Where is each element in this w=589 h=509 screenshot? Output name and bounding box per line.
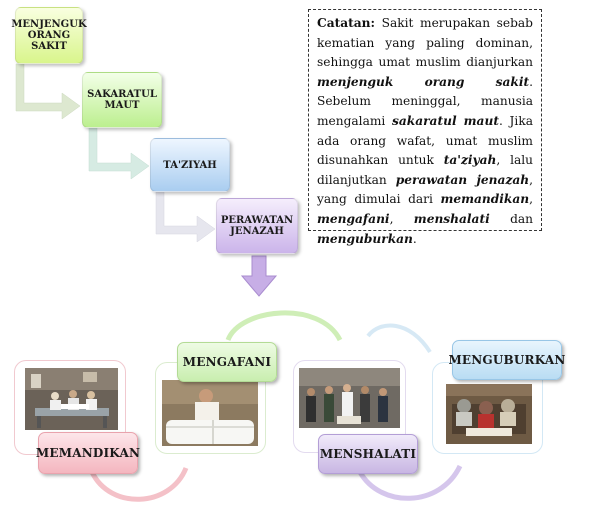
cycle-arc-bottom-left (89, 466, 189, 502)
connector-arrow-3 (155, 191, 216, 243)
step-menjenguk-orang-sakit: MENJENGUK ORANG SAKIT (11, 7, 87, 64)
note-keyword: menguburkan (317, 231, 413, 246)
note-text: , (529, 192, 533, 207)
note-keyword: sakaratul maut (392, 113, 499, 128)
step-label-line: SAKARATUL (87, 89, 157, 100)
step-label-line: ORANG (27, 30, 71, 41)
label-mengafani: MENGAFANI (177, 342, 277, 382)
note-text: , yang dimulai dari (317, 172, 533, 207)
step-label-line: MENJENGUK (11, 19, 87, 30)
connector-arrow-1 (15, 63, 81, 120)
step-label-line: JENAZAH (230, 226, 284, 237)
down-arrow (240, 255, 278, 297)
step-label-line: TA'ZIYAH (163, 159, 217, 171)
cycle-arc-bottom-right (357, 464, 463, 501)
connector-arrow-2 (88, 127, 150, 180)
cycle-arc-top-left (225, 310, 343, 342)
label-memandikan: MEMANDIKAN (36, 432, 140, 474)
photo-menguburkan (446, 384, 532, 444)
photo-menshalati (299, 368, 400, 428)
label-menguburkan: MENGUBURKAN (448, 340, 565, 380)
step-sakaratul-maut: SAKARATUL MAUT (82, 72, 162, 128)
note-keyword: mengafani (317, 211, 390, 226)
cycle-arc-top-right (366, 323, 432, 354)
step-label-line: SAKIT (31, 41, 67, 52)
note-text: . (412, 231, 417, 246)
step-taziyah: TA'ZIYAH (150, 138, 230, 192)
note-text: , (389, 211, 414, 226)
note-keyword: ta'ziyah (443, 153, 497, 168)
photo-memandikan (25, 368, 118, 430)
note-box: Catatan: Sakit merupakan sebab kematian … (308, 9, 542, 246)
note-keyword: memandikan (440, 192, 530, 207)
step-label-line: PERAWATAN (220, 215, 294, 226)
note-keyword: menshalati (413, 211, 490, 226)
note-keyword: perawatan jenazah (395, 172, 530, 187)
step-label-line: MAUT (104, 100, 140, 111)
photo-mengafani (162, 380, 258, 446)
step-perawatan-jenazah: PERAWATAN JENAZAH (216, 198, 298, 254)
label-menshalati: MENSHALATI (318, 434, 418, 474)
note-text: . Jika ada orang wafat, umat muslim disu… (317, 113, 533, 168)
note-text: dan (489, 211, 533, 226)
note-label: Catatan: (317, 16, 376, 30)
note-text: Sakit merupakan sebab kematian yang pali… (317, 16, 533, 70)
note-text: . Sebelum meninggal, manusia mengalami (317, 74, 533, 128)
note-keyword: menjenguk orang sakit (317, 74, 530, 89)
note-text: , lalu dilanjutkan (317, 153, 533, 187)
